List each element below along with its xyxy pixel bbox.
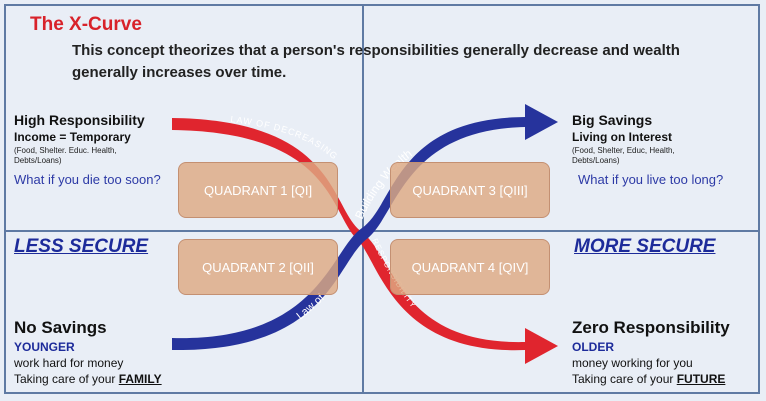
family-emphasis: FAMILY — [118, 372, 162, 386]
vertical-axis — [362, 4, 364, 394]
intro-text: This concept theorizes that a person's r… — [72, 42, 680, 81]
top-right-detail: (Food, Shelter, Educ, Health, Debts/Loan… — [572, 146, 675, 165]
work-hard-text: work hard for money — [14, 356, 124, 370]
die-too-soon-question: What if you die too soon? — [14, 172, 161, 187]
money-working-text: money working for you — [572, 356, 693, 370]
quadrant-1-box: QUADRANT 1 [QI] — [178, 162, 338, 218]
future-emphasis: FUTURE — [676, 372, 726, 386]
no-savings-title: No Savings — [14, 318, 107, 337]
quadrant-4-box: QUADRANT 4 [QIV] — [390, 239, 550, 295]
less-secure-label: LESS SECURE — [14, 236, 149, 257]
red-curve — [172, 118, 525, 351]
red-arrowhead — [525, 328, 558, 364]
younger-tag: YOUNGER — [14, 340, 75, 354]
high-responsibility-title: High Responsibility — [14, 112, 145, 128]
diagram-frame — [4, 4, 760, 394]
quadrant-2-box: QUADRANT 2 [QII] — [178, 239, 338, 295]
blue-arrowhead — [525, 104, 558, 140]
older-tag: OLDER — [572, 340, 614, 354]
living-on-interest-label: Living on Interest — [572, 130, 673, 144]
zero-responsibility-title: Zero Responsibility — [572, 318, 730, 337]
horizontal-axis — [4, 230, 760, 232]
big-savings-title: Big Savings — [572, 112, 653, 128]
quadrant-3-box: QUADRANT 3 [QIII] — [390, 162, 550, 218]
more-secure-label: MORE SECURE — [574, 236, 716, 257]
family-text: Taking care of your FAMILY — [14, 372, 162, 386]
income-temporary-label: Income = Temporary — [14, 130, 131, 144]
blue-curve — [172, 117, 525, 351]
top-left-detail: (Food, Shelter. Educ. Health, Debts/Loan… — [14, 146, 117, 165]
family-prefix: Taking care of your — [14, 372, 119, 386]
live-too-long-question: What if you live too long? — [578, 172, 724, 187]
diagram-title: The X-Curve — [30, 14, 142, 35]
future-prefix: Taking care of your — [572, 372, 677, 386]
future-text: Taking care of your FUTURE — [572, 372, 725, 386]
